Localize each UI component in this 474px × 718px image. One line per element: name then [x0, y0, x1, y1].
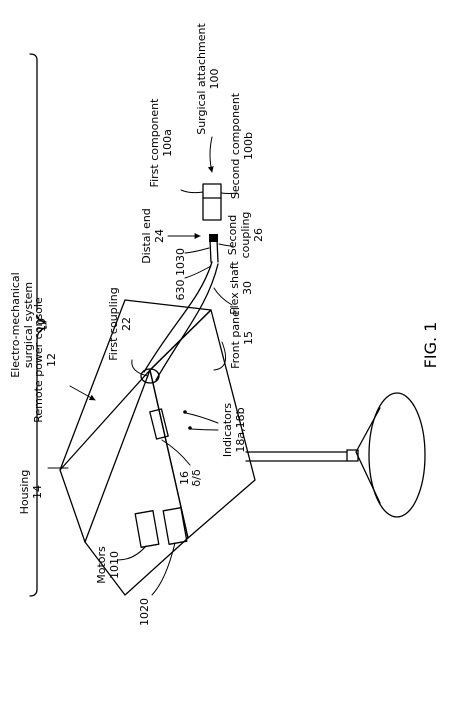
system-brace-tip	[36, 317, 47, 325]
flex-shaft	[143, 261, 213, 373]
leader-front-panel	[213, 341, 227, 371]
housing-back-edge	[59, 469, 86, 543]
label-1030: 1030	[174, 248, 187, 276]
housing-top-face	[59, 299, 212, 471]
label-console-ref: 12	[45, 353, 58, 367]
leader-1030	[184, 247, 210, 254]
label-system-name: Electro-mechanical	[9, 272, 22, 377]
label-front-panel-ref: 15	[242, 331, 255, 345]
base-disk	[368, 392, 426, 518]
leader-flex-shaft	[213, 287, 233, 306]
label-second-coupling2: coupling	[239, 212, 252, 259]
label-housing: Housing	[18, 470, 31, 515]
label-16b: δ/δ	[190, 469, 203, 486]
label-indicators-ref: 18a,18b	[234, 407, 247, 452]
label-first-component: First component	[148, 98, 161, 188]
label-second-component: Second component	[229, 92, 242, 199]
leader-motors	[117, 545, 147, 561]
leader-surgical-attachment	[207, 136, 214, 173]
label-second-coupling-ref: 26	[252, 228, 265, 242]
leader-second-component	[220, 192, 238, 194]
leader-630	[184, 265, 212, 279]
label-indicators: Indicators	[221, 403, 234, 458]
label-front-panel: Front panel	[229, 307, 242, 369]
leader-first-component	[180, 189, 204, 194]
motor-1010	[134, 510, 160, 548]
flex-shaft-lower	[155, 263, 219, 381]
label-system-ref: 10	[35, 318, 48, 332]
label-distal-end-ref: 24	[153, 229, 166, 243]
housing-side-face	[84, 369, 189, 596]
label-second-component-ref: 100b	[242, 132, 255, 160]
label-surgical-attachment-ref: 100	[208, 69, 221, 90]
stand-pole	[245, 451, 348, 462]
label-surgical-attachment: Surgical attachment	[195, 23, 208, 135]
label-console: Remote power console	[32, 297, 45, 423]
label-first-component-ref: 100a	[161, 129, 174, 157]
leader-indicator-a	[185, 412, 219, 424]
surgical-attachment-box	[202, 183, 222, 221]
label-motors: Motors	[95, 546, 108, 584]
leader-second-coupling	[218, 243, 233, 247]
label-system-name2: surgical system	[22, 282, 35, 368]
figure-label: FIG. 1	[421, 322, 440, 369]
distal-tube	[209, 239, 219, 263]
label-first-coupling: First coupling	[107, 287, 120, 360]
label-housing-ref: 14	[31, 485, 44, 499]
leader-first-coupling	[131, 359, 149, 377]
label-motors-ref: 1010	[108, 551, 121, 579]
label-flex-shaft: Flex shaft	[228, 261, 241, 315]
stand-collar	[346, 449, 359, 462]
leader-indicator-b	[190, 428, 219, 431]
label-second-coupling: Second	[226, 215, 239, 255]
label-flex-shaft-ref: 30	[241, 281, 254, 295]
label-motor2-ref: 1020	[138, 598, 151, 626]
display-panel	[149, 408, 169, 440]
leader-16	[161, 439, 191, 466]
label-first-coupling-ref: 22	[120, 317, 133, 331]
distal-tip	[209, 234, 218, 242]
label-distal-end: Distal end	[140, 208, 153, 264]
label-630: 630	[174, 280, 187, 301]
label-16: 16	[178, 471, 191, 485]
leader-console	[69, 385, 96, 401]
leader-1020	[151, 542, 176, 596]
motor-1020	[162, 507, 188, 545]
stand-cone	[355, 407, 381, 504]
